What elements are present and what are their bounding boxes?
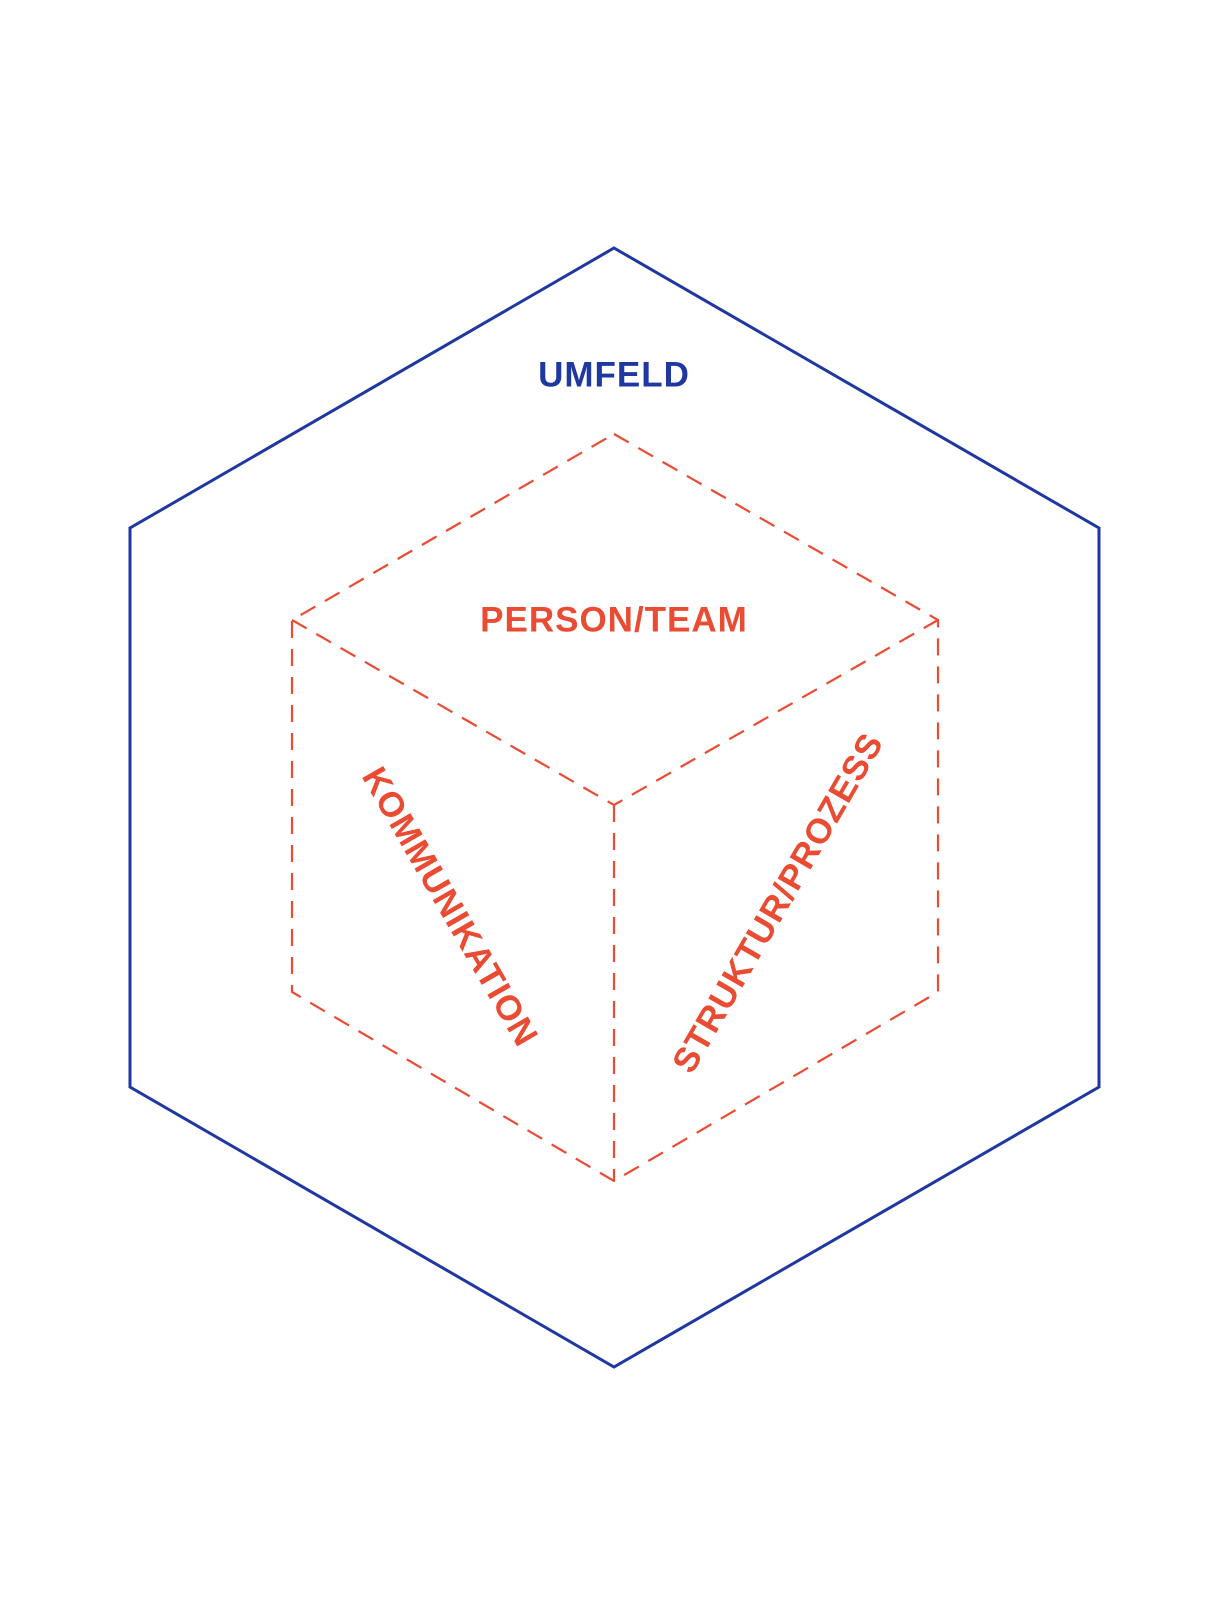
left-face-label: KOMMUNIKATION xyxy=(354,760,546,1053)
inner-cube xyxy=(290,433,940,1183)
right-face-label: STRUKTUR/PROZESS xyxy=(665,726,892,1079)
outer-hexagon xyxy=(128,246,1101,1369)
top-face-label: PERSON/TEAM xyxy=(480,600,748,639)
outer-label-umfeld: UMFELD xyxy=(538,355,690,394)
